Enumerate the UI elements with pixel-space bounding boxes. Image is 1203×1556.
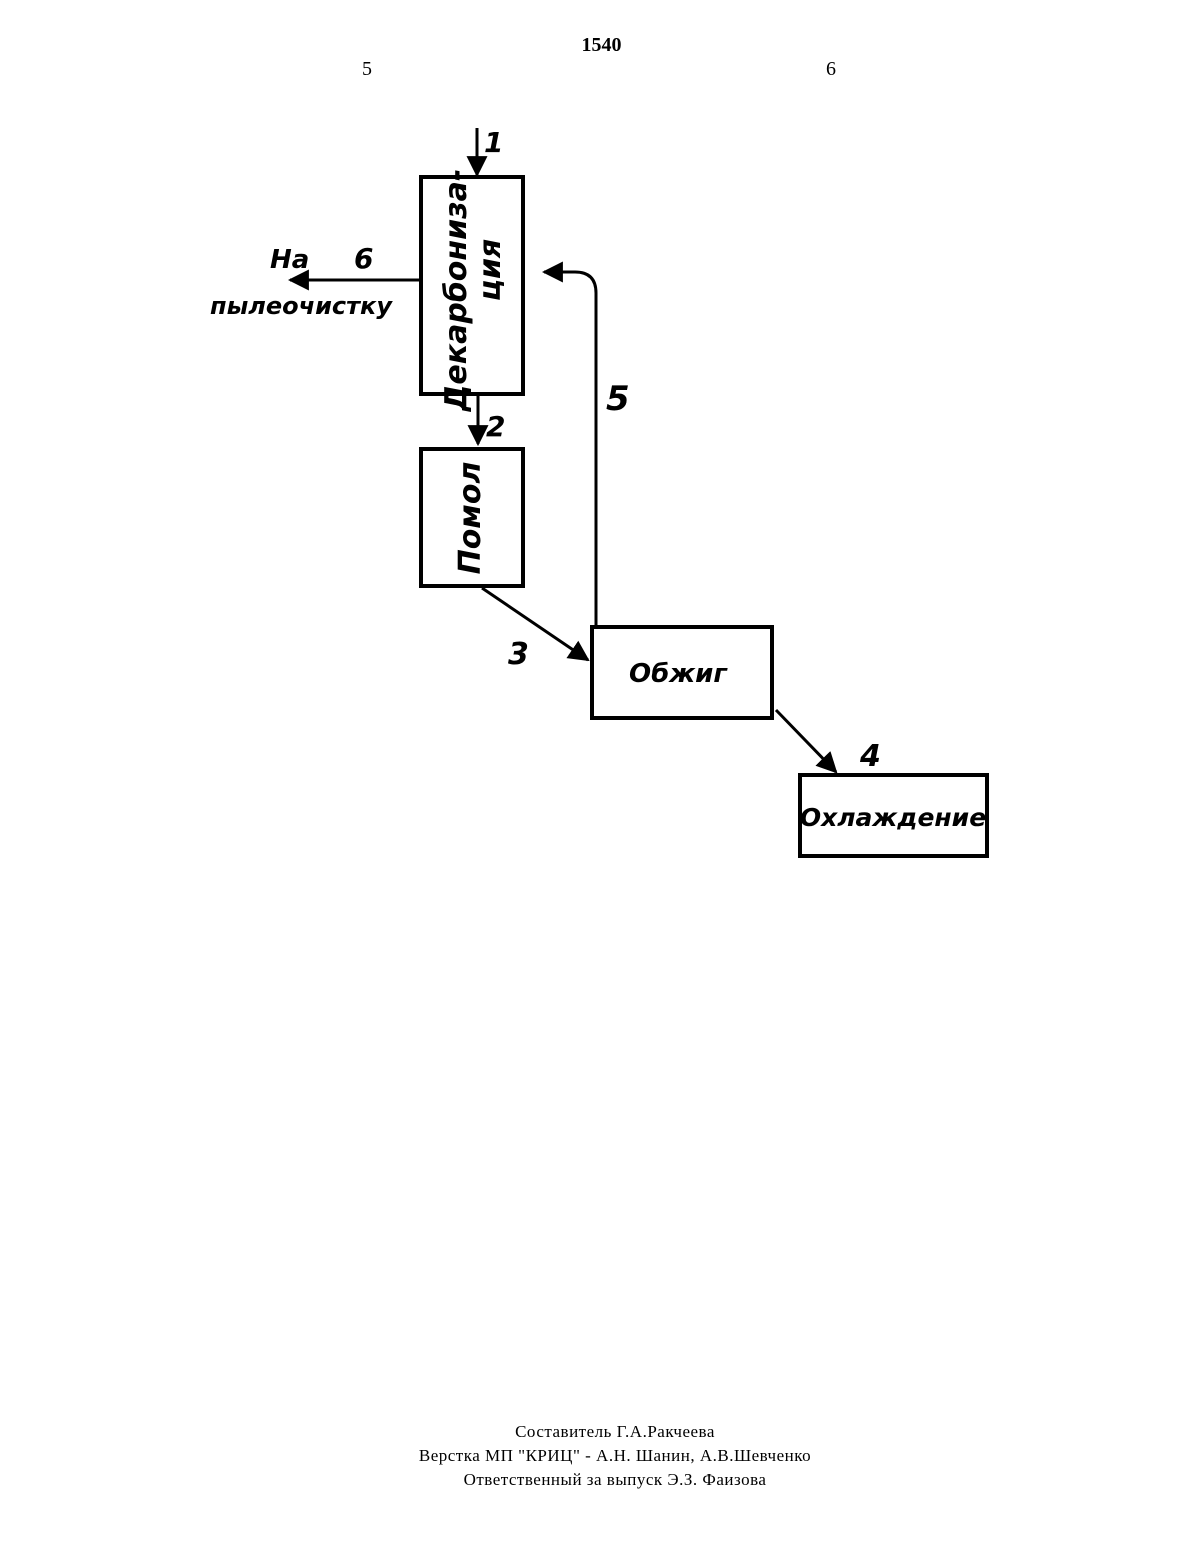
exhaust-label-line-1: На bbox=[270, 245, 309, 275]
grinding-label: Помол bbox=[453, 462, 488, 575]
stream-number-4: 4 bbox=[859, 739, 881, 774]
stream-3-arrow bbox=[482, 588, 588, 660]
stream-number-1: 1 bbox=[484, 126, 503, 159]
stream-5-return-arrow bbox=[544, 272, 596, 625]
footer-layout: Верстка МП "КРИЦ" - А.Н. Шанин, А.В.Шевч… bbox=[0, 1446, 1203, 1466]
stream-number-5: 5 bbox=[606, 379, 630, 419]
roasting-label: Обжиг bbox=[629, 659, 728, 689]
decarbonization-label-line-2: ция bbox=[473, 239, 508, 302]
cooling-label: Охлаждение bbox=[800, 803, 986, 832]
exhaust-label-line-2: пылеочистку bbox=[210, 292, 393, 320]
footer-responsible: Ответственный за выпуск Э.З. Фаизова bbox=[0, 1470, 1203, 1490]
decarbonization-label-line-1: Декарбониза- bbox=[439, 169, 474, 413]
stream-number-3: 3 bbox=[508, 637, 529, 672]
stream-number-6: 6 bbox=[354, 242, 373, 275]
stream-number-2: 2 bbox=[486, 410, 505, 443]
footer-compiler: Составитель Г.А.Ракчеева bbox=[0, 1422, 1203, 1442]
stream-4-arrow bbox=[776, 710, 836, 772]
